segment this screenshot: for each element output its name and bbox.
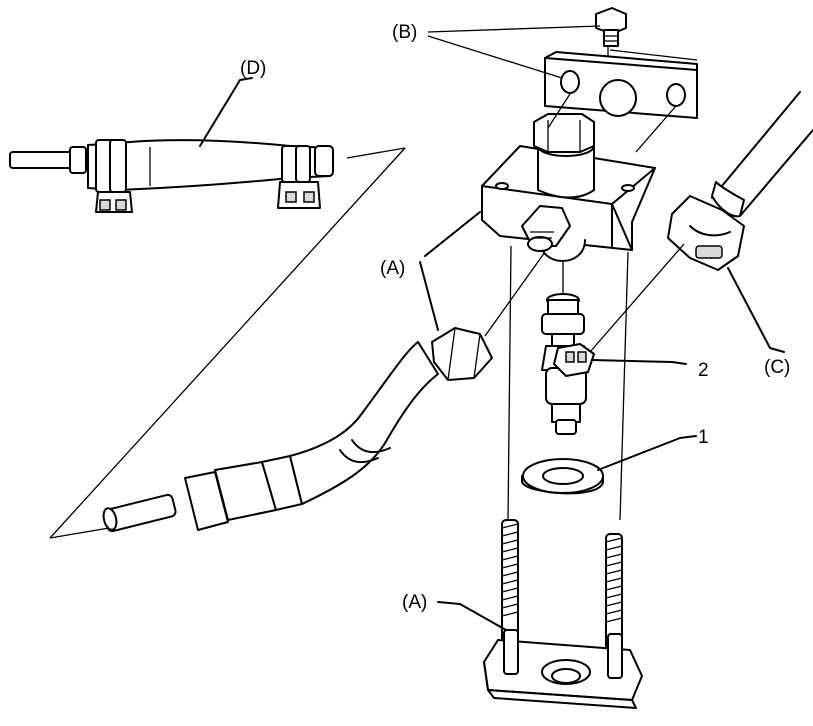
alignment-lines: [507, 245, 629, 521]
retainer-plate: [427, 7, 698, 153]
injector-connector: [589, 91, 813, 353]
o-ring-seal: [521, 435, 697, 495]
detail-frame-lines: [49, 147, 406, 539]
label-d: (D): [240, 58, 266, 79]
injector-holder: [481, 113, 656, 262]
label-a-upper: (A): [380, 258, 405, 279]
fuel-hose-with-clamps: [9, 77, 334, 213]
fuel-injector: [541, 293, 687, 435]
label-a-lower: (A): [402, 592, 427, 613]
label-1: 1: [698, 427, 709, 448]
injector-holder-bolts: [437, 519, 643, 709]
label-c: (C): [764, 357, 790, 378]
label-b: (B): [392, 22, 417, 43]
label-2: 2: [698, 360, 709, 381]
fuel-line-with-nut: [102, 211, 546, 533]
